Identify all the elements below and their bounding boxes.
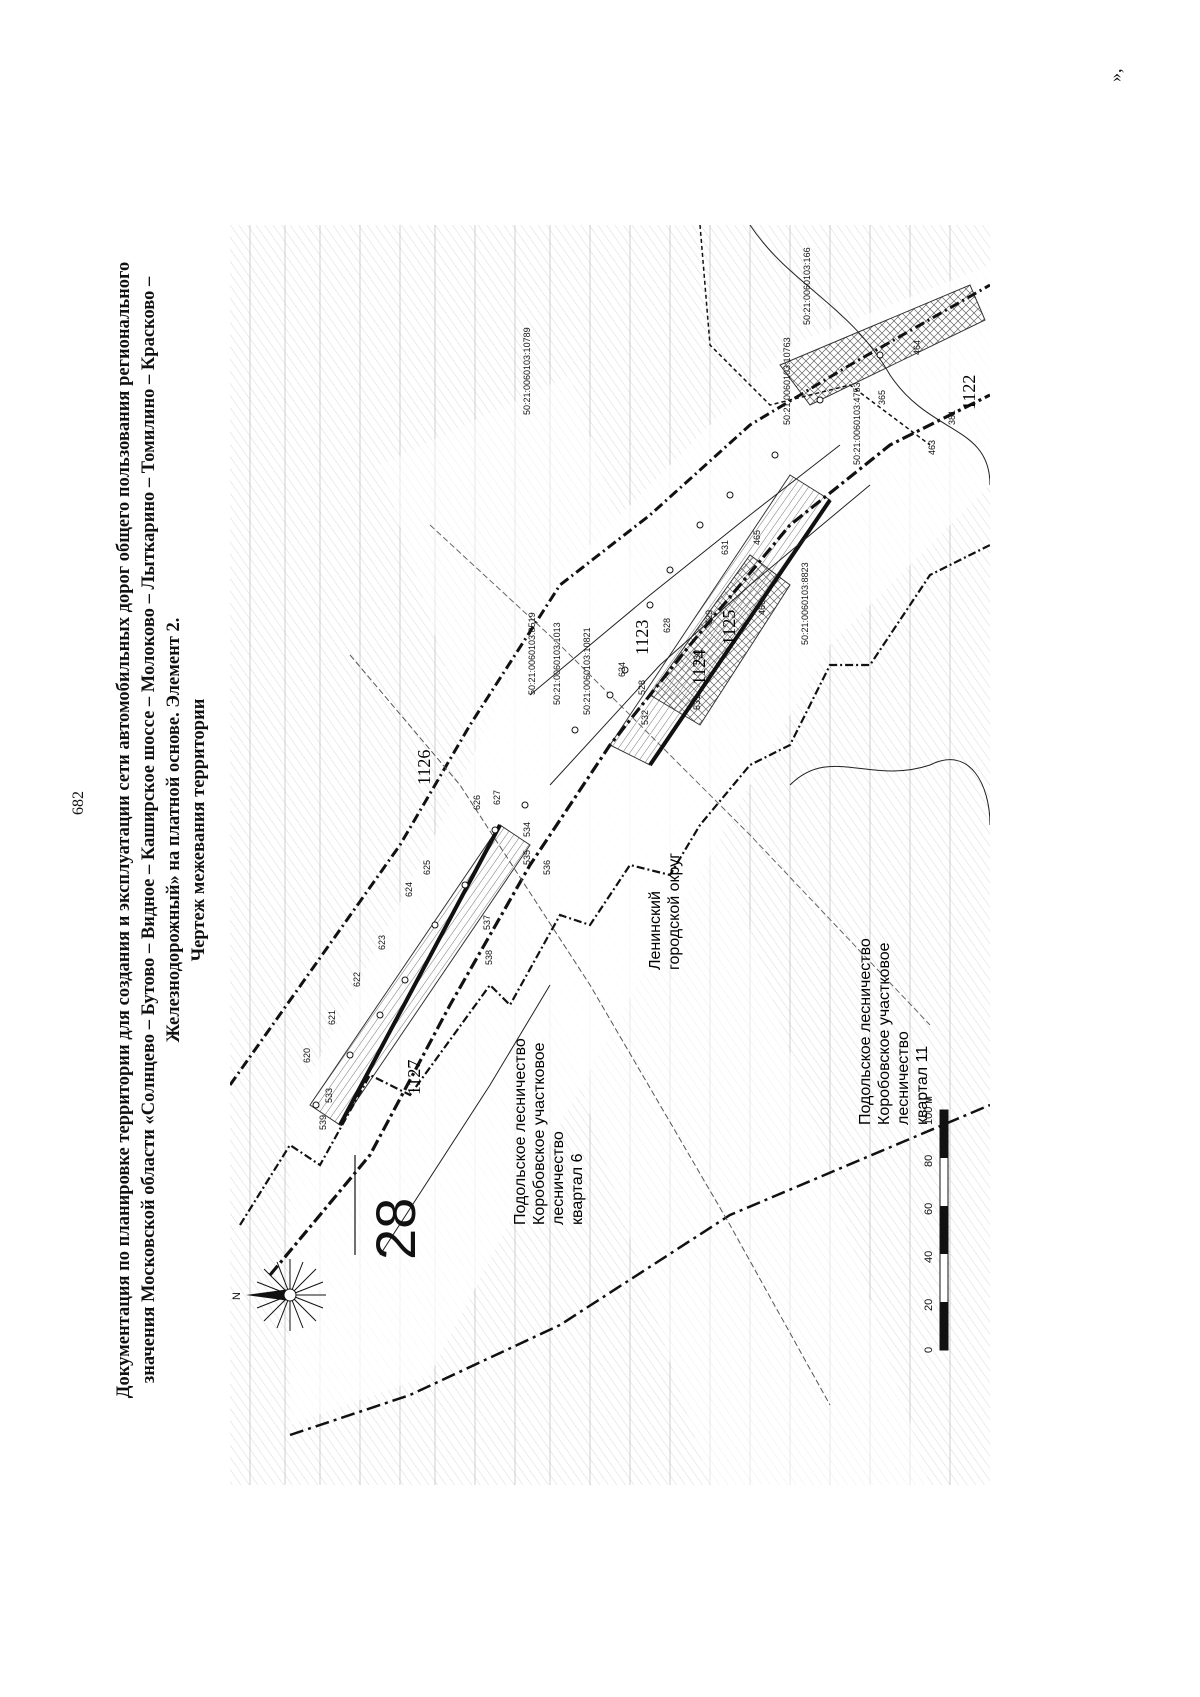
area-label-line: Коробовское участковое — [531, 1042, 548, 1225]
title-line-4: Чертеж межевания территории — [189, 698, 209, 962]
document-title: Документация по планировке территории дл… — [112, 180, 212, 1480]
page-number: 682 — [70, 791, 87, 815]
area-label-line: городской округ — [666, 853, 683, 970]
zone-number: 1122 — [959, 375, 979, 410]
point-label: 626 — [472, 795, 482, 810]
sheet-number-block: 28 — [354, 1155, 427, 1260]
point-label: 628 — [662, 618, 672, 633]
parcel-label: 50:21:0060103:4753 — [852, 382, 862, 465]
point-label: 627 — [492, 790, 502, 805]
north-arrow-icon: N — [231, 1259, 326, 1331]
parcel-label: 50:21:0060103:10821 — [582, 627, 592, 715]
parcel-label: 50:21:0060103:8823 — [800, 562, 810, 645]
boundary-lines — [230, 225, 990, 1437]
point-label: 622 — [352, 972, 362, 987]
zone-number: 1123 — [632, 620, 652, 655]
sheet-number: 28 — [364, 1198, 427, 1260]
scale-tick: 20 — [923, 1299, 935, 1311]
point-label: 621 — [327, 1010, 337, 1025]
area-label-line: квартал 11 — [914, 1046, 931, 1125]
area-label-line: Подольское лесничество — [512, 1038, 529, 1225]
scale-tick: 60 — [923, 1203, 935, 1215]
point-label: 534 — [522, 822, 532, 837]
title-line-3: Железнодорожный» на платной основе. Элем… — [164, 617, 184, 1043]
parcel-label: 50:21:0060103:166 — [802, 247, 812, 325]
point-label: 381 — [947, 410, 957, 425]
point-label: 531 — [692, 695, 702, 710]
point-label: 463 — [927, 440, 937, 455]
point-label: 365 — [877, 390, 887, 405]
parcel-label: 50:21:0060103:10789 — [522, 327, 532, 415]
survey-map: 50:21:0060103:10789 50:21:0060103:10763 … — [230, 225, 990, 1485]
area-label-line: Подольское лесничество — [857, 938, 874, 1125]
point-label: 536 — [542, 860, 552, 875]
area-label-line: квартал 6 — [569, 1153, 586, 1225]
point-label: 538 — [484, 950, 494, 965]
map-drawing: 50:21:0060103:10789 50:21:0060103:10763 … — [230, 225, 990, 1485]
zone-numbers: 1127 1126 1125 1124 1123 1122 — [404, 375, 979, 1095]
point-markers — [312, 351, 884, 1109]
scale-tick: 0 — [923, 1347, 935, 1353]
zone-number: 1124 — [689, 650, 709, 685]
scale-tick: 100 м — [923, 1096, 935, 1125]
parcel-label: 50:21:0060103:8519 — [527, 612, 537, 695]
point-label: 464 — [912, 340, 922, 355]
road-corridor — [290, 265, 990, 1485]
point-label: 631 — [720, 540, 730, 555]
point-label: 634 — [617, 662, 627, 677]
scale-tick: 40 — [923, 1251, 935, 1263]
point-label: 629 — [704, 610, 714, 625]
area-label-line: лесничество — [550, 1131, 567, 1225]
parcel-label: 50:21:0060103:10763 — [782, 337, 792, 425]
point-label: 539 — [318, 1115, 328, 1130]
point-label: 535 — [522, 850, 532, 865]
point-label: 528 — [637, 680, 647, 695]
area-label-line: лесничество — [895, 1031, 912, 1125]
zone-number: 1125 — [719, 610, 739, 645]
point-label: 532 — [640, 710, 650, 725]
zone-number: 1127 — [404, 1060, 424, 1095]
point-label: 530 — [692, 650, 702, 665]
title-line-1: Документация по планировке территории дл… — [114, 261, 134, 1399]
point-label: 537 — [482, 915, 492, 930]
parcel-label: 50:21:0060103:1013 — [552, 622, 562, 705]
zone-number: 1126 — [414, 750, 434, 785]
title-line-2: значения Московской области «Солнцево – … — [139, 276, 159, 1384]
cadastral-lines — [379, 225, 990, 1256]
point-label: 623 — [377, 935, 387, 950]
area-label-line: Коробовское участковое — [876, 942, 893, 1125]
point-label: 625 — [422, 860, 432, 875]
parcel-labels: 50:21:0060103:10789 50:21:0060103:10763 … — [522, 247, 862, 715]
point-label: 533 — [324, 1088, 334, 1103]
scale-tick: 80 — [923, 1155, 935, 1167]
point-label: 620 — [302, 1048, 312, 1063]
north-label: N — [231, 1292, 243, 1300]
point-label: 466 — [757, 600, 767, 615]
scale-bar: 0 20 40 60 80 100 м — [923, 1096, 949, 1353]
point-labels: 539 533 620 621 622 623 624 625 626 627 … — [302, 340, 957, 1130]
area-label-line: Ленинский — [647, 891, 664, 970]
point-label: 624 — [404, 882, 414, 897]
closing-mark: », — [1105, 68, 1125, 83]
point-label: 465 — [752, 530, 762, 545]
